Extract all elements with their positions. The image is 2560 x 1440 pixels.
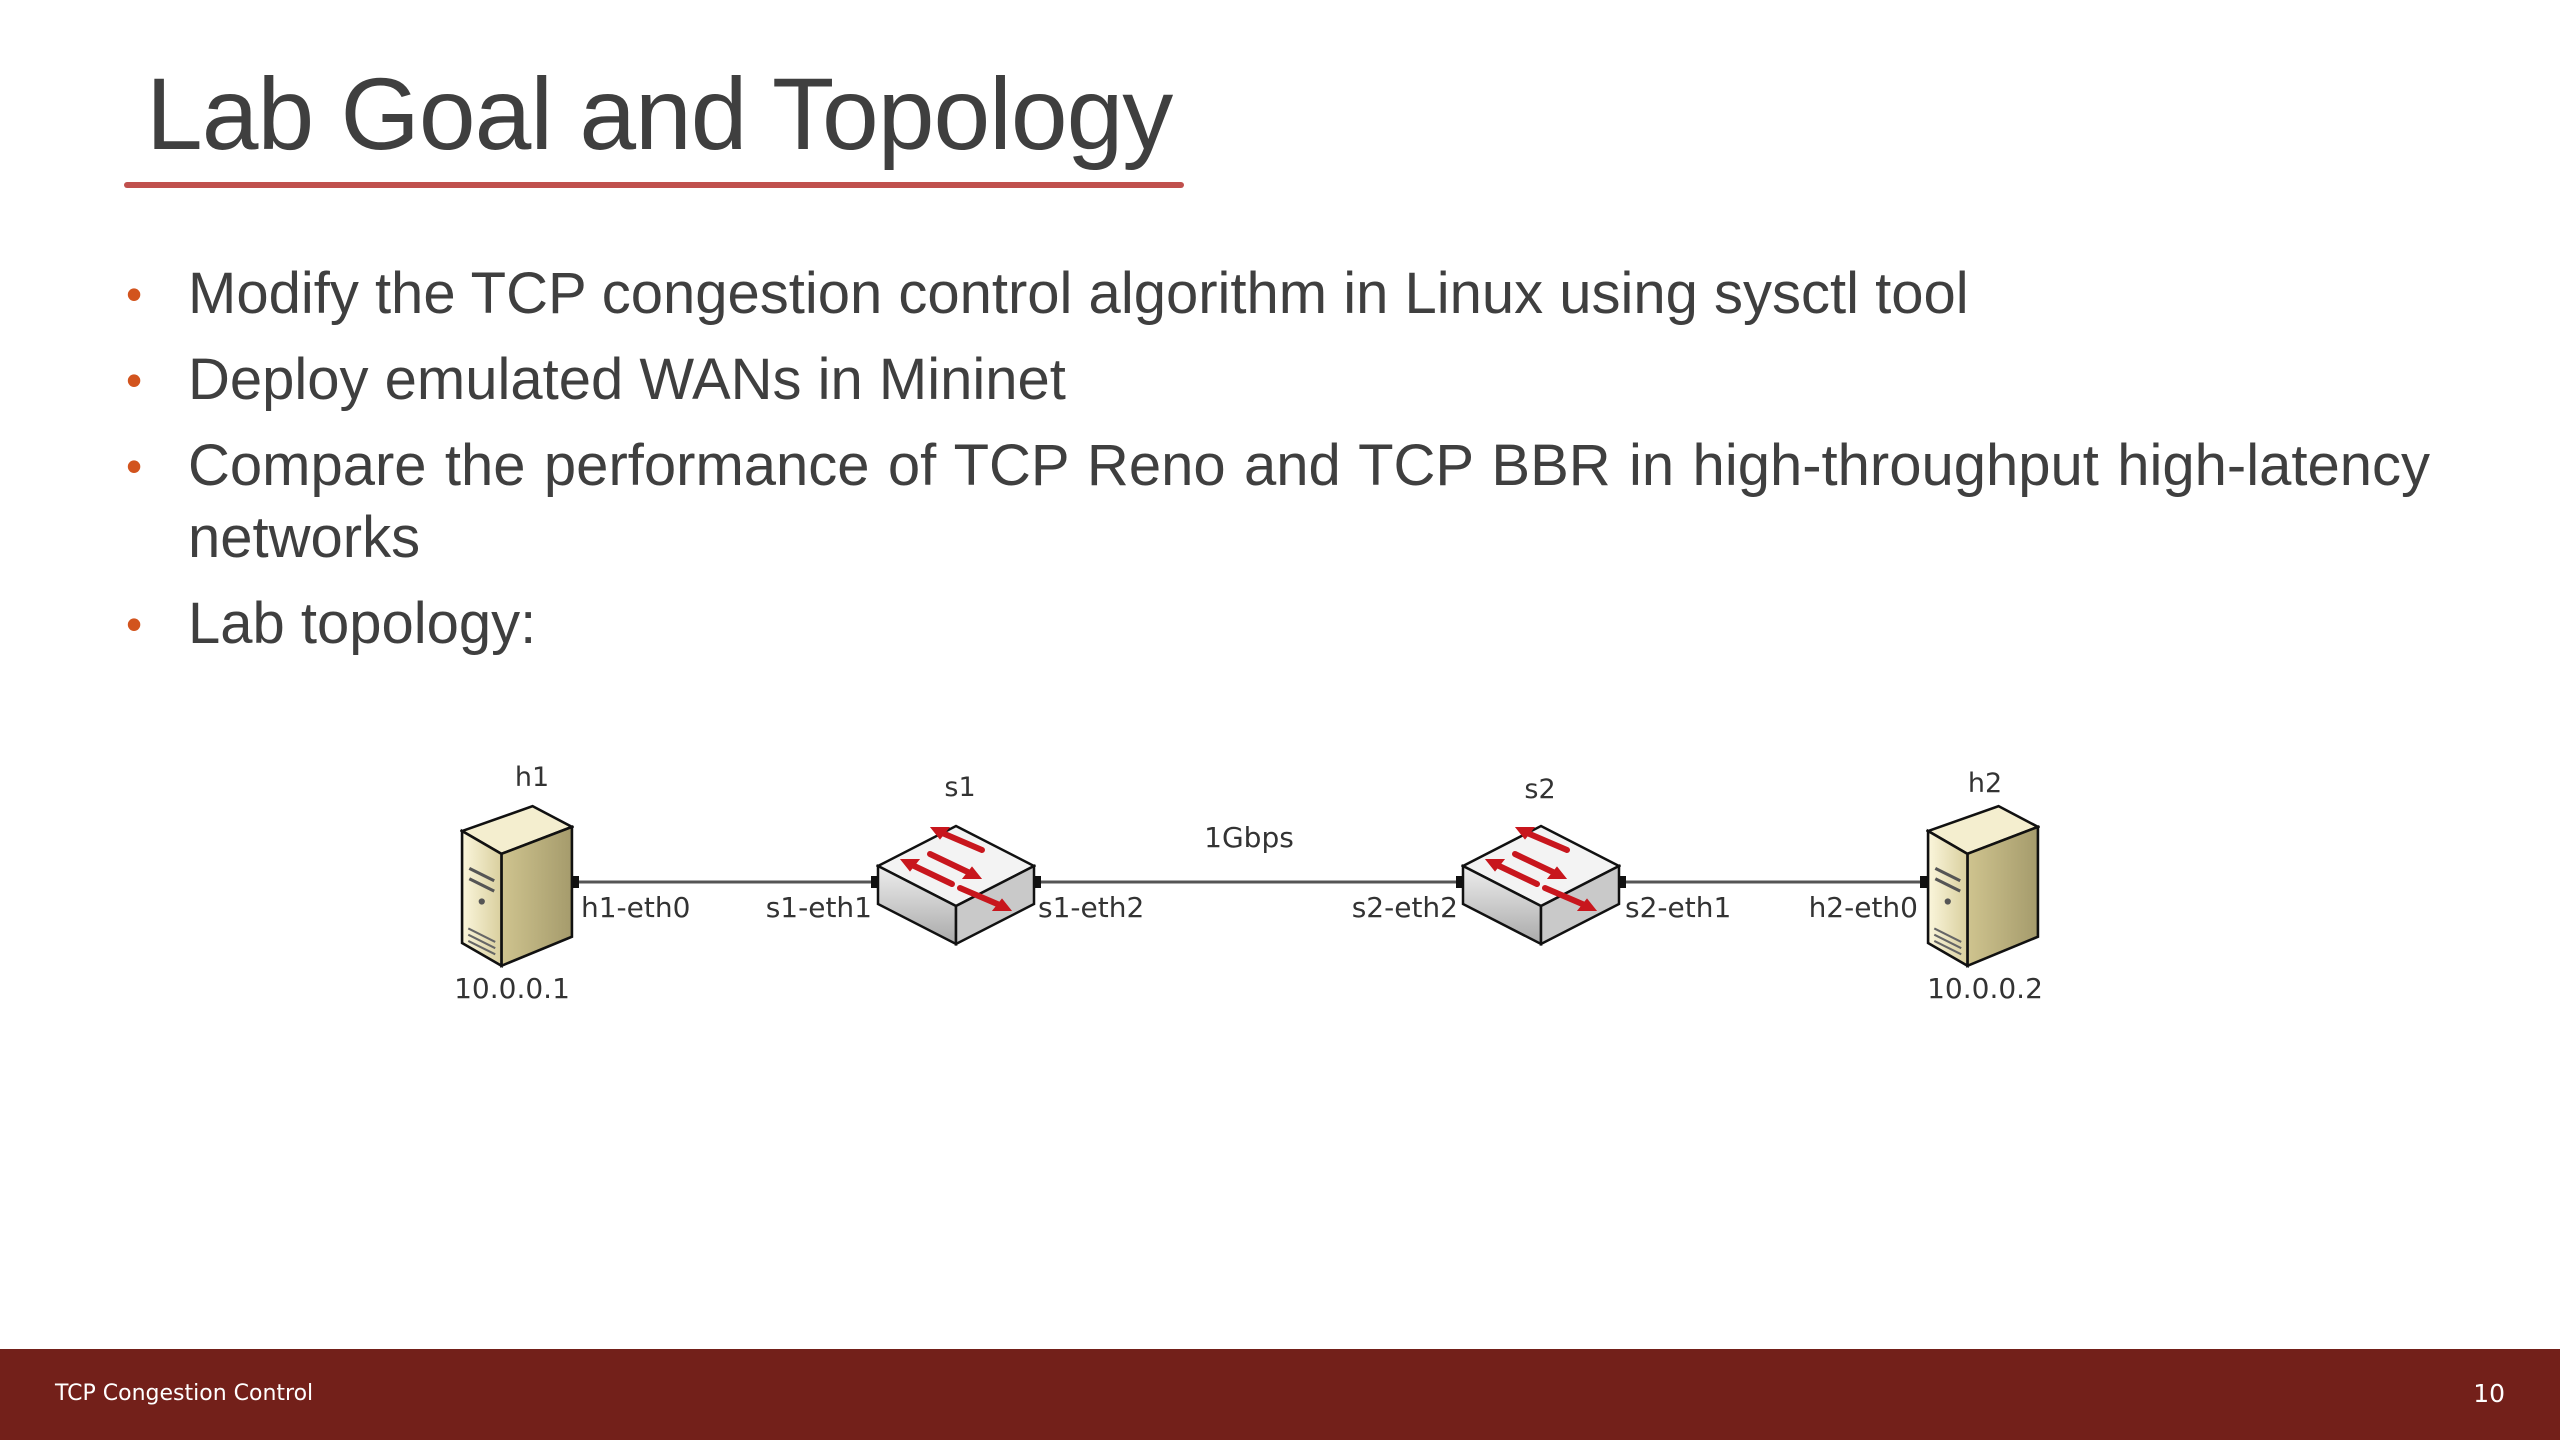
s2-eth1-label: s2-eth1 — [1625, 891, 1731, 924]
s1-switch-icon — [878, 826, 1034, 944]
port-s2-eth1 — [1616, 876, 1626, 888]
s1-eth1-label: s1-eth1 — [766, 891, 872, 924]
bullet-item: • Lab topology: — [124, 588, 2430, 660]
port-h1-eth0 — [569, 876, 579, 888]
bullet-marker: • — [126, 598, 143, 650]
bullet-text: Deploy emulated WANs in Mininet — [188, 347, 1066, 412]
page-number: 10 — [2473, 1379, 2505, 1408]
s2-switch-icon — [1463, 826, 1619, 944]
h2-ip-label: 10.0.0.2 — [1927, 972, 2043, 1005]
s2-eth2-label: s2-eth2 — [1352, 891, 1458, 924]
title-underline — [124, 182, 1184, 188]
s2-label: s2 — [1524, 774, 1555, 805]
topology-diagram: h1 s1 s2 h2 1Gbps h1-eth0 s1-eth1 s1-eth… — [454, 762, 2043, 1005]
slide-title: Lab Goal and Topology — [146, 57, 1173, 171]
h1-eth0-label: h1-eth0 — [581, 891, 690, 924]
h2-label: h2 — [1968, 768, 2002, 799]
s1-label: s1 — [944, 772, 975, 803]
h1-label: h1 — [515, 762, 549, 793]
bullet-item: • Compare the performance of TCP Reno an… — [124, 430, 2430, 574]
bullet-marker: • — [126, 268, 143, 320]
bullet-marker: • — [126, 354, 143, 406]
s1-eth2-label: s1-eth2 — [1038, 891, 1144, 924]
port-s1-eth1 — [871, 876, 881, 888]
bullet-list: • Modify the TCP congestion control algo… — [124, 258, 2430, 674]
link-bandwidth-label: 1Gbps — [1204, 821, 1294, 854]
h1-server-icon — [460, 804, 574, 968]
port-h2-eth0 — [1920, 876, 1930, 888]
bullet-text: Modify the TCP congestion control algori… — [188, 261, 1969, 326]
bullet-text: Compare the performance of TCP Reno and … — [188, 433, 2430, 570]
h1-ip-label: 10.0.0.1 — [454, 972, 570, 1005]
h2-server-icon — [1926, 804, 2040, 968]
h2-eth0-label: h2-eth0 — [1809, 891, 1918, 924]
footer-title: TCP Congestion Control — [55, 1381, 314, 1406]
bullet-item: • Modify the TCP congestion control algo… — [124, 258, 2430, 330]
port-s2-eth2 — [1456, 876, 1466, 888]
bullet-text: Lab topology: — [188, 591, 537, 656]
bullet-marker: • — [126, 440, 143, 492]
footer-bar: TCP Congestion Control 10 — [0, 1349, 2560, 1440]
port-s1-eth2 — [1031, 876, 1041, 888]
bullet-item: • Deploy emulated WANs in Mininet — [124, 344, 2430, 416]
